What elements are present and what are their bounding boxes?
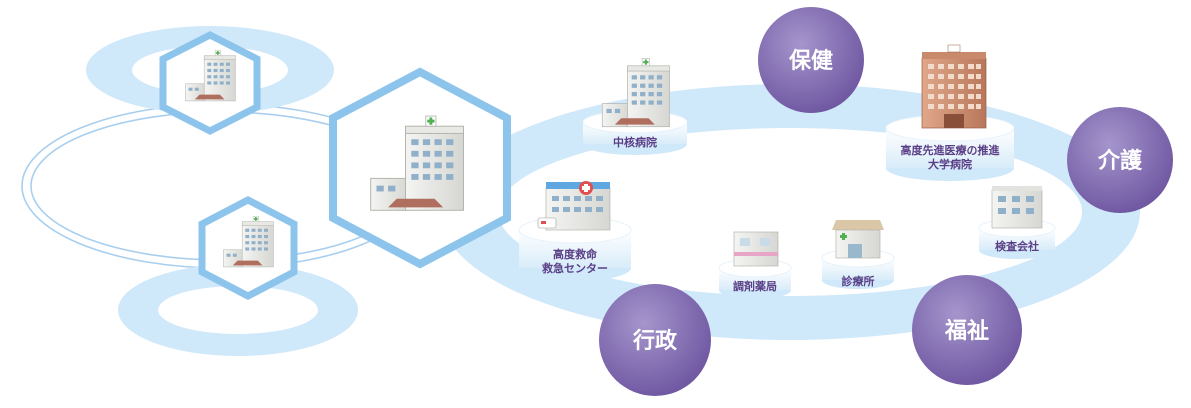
hospital-building-icon <box>537 181 611 231</box>
circle-gyosei: 行政 <box>599 284 711 396</box>
hexagon-bottom-left <box>198 196 298 300</box>
tower-building-icon <box>921 44 987 129</box>
circle-label-hoken: 保健 <box>788 48 833 74</box>
facility-label-pharmacy: 調剤薬局 <box>733 279 777 293</box>
facility-label-university-1: 高度先進医療の推進 <box>901 143 1001 157</box>
circle-hoken: 保健 <box>758 7 864 113</box>
hexagon-center-large <box>329 67 511 269</box>
facility-emergency-center: 高度救命 救急センター <box>518 181 632 281</box>
facility-clinic: 診療所 <box>821 220 895 289</box>
circle-kaigo: 介護 <box>1067 107 1173 213</box>
facility-lab-company: 検査会社 <box>978 186 1056 259</box>
hexagon-top-left <box>159 31 261 135</box>
pharmacy-shop-icon <box>733 231 779 267</box>
lab-building-icon <box>991 186 1043 229</box>
circle-fukushi: 福祉 <box>912 275 1022 385</box>
circle-label-fukushi: 福祉 <box>944 319 989 344</box>
facility-label-clinic: 診療所 <box>842 274 875 288</box>
facility-chukaku-hospital: 中核病院 <box>582 57 688 155</box>
facility-label-lab: 検査会社 <box>995 239 1039 253</box>
circle-label-gyosei: 行政 <box>632 328 678 354</box>
facility-label-university-2: 大学病院 <box>928 157 972 171</box>
hospital-building-icon <box>601 57 671 128</box>
facility-label-chukaku: 中核病院 <box>613 135 657 149</box>
clinic-house-icon <box>832 220 884 259</box>
facility-label-emergency-1: 高度救命 <box>553 247 598 261</box>
circle-label-kaigo: 介護 <box>1097 148 1143 174</box>
left-bottom-ring <box>118 264 358 356</box>
facility-label-emergency-2: 救急センター <box>542 261 608 275</box>
facility-pharmacy: 調剤薬局 <box>718 231 792 299</box>
facility-university-hospital: 高度先進医療の推進 大学病院 <box>885 44 1015 181</box>
